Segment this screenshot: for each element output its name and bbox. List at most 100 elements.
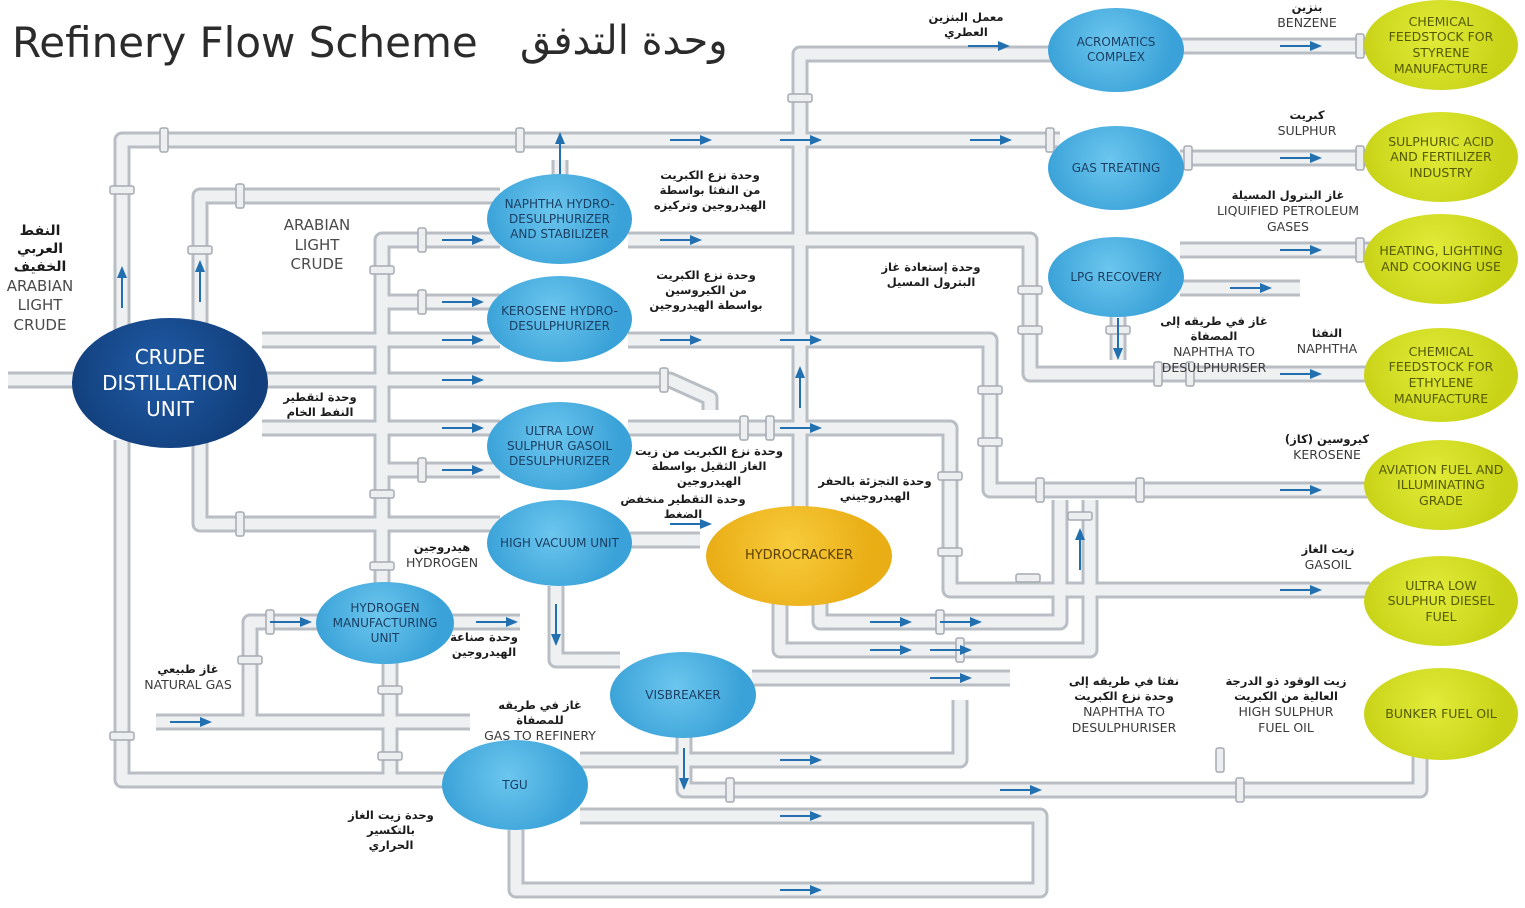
flow-arrow: [1280, 41, 1322, 51]
pipe-segment: [507, 807, 1049, 899]
flow-arrow: [940, 617, 982, 627]
tgu: TGU: [442, 740, 588, 830]
label-sulphur: كبريت SULPHUR: [1277, 108, 1337, 138]
pipe-joint: [377, 751, 403, 761]
product-sulphuric-acid: SULPHURIC ACID AND FERTILIZER INDUSTRY: [1364, 112, 1518, 202]
flow-arrow: [1075, 528, 1085, 570]
pipe-joint: [1135, 477, 1145, 503]
high-vacuum-unit: HIGH VACUUM UNIT: [487, 500, 632, 586]
product-heating-fuel: HEATING, LIGHTING AND COOKING USE: [1364, 214, 1518, 304]
label-lpg-recovery-arabic: وحدة إستعادة غاز البترول المسيل: [881, 260, 981, 289]
flow-arrow: [442, 465, 484, 475]
label-tgu-arabic: وحدة زيت الغاز بالتكسير الحراري: [348, 808, 434, 852]
product-ethylene-feedstock: CHEMICAL FEEDSTOCK FOR ETHYLENE MANUFACT…: [1364, 328, 1518, 422]
pipe-segment-highlight: [510, 810, 1046, 896]
flow-arrow: [1230, 283, 1272, 293]
pipe-joint: [235, 183, 245, 209]
label-naphtha-to-desulphuriser-bottom: نفثا في طريقه إلى وحدة نزع الكبريت NAPHT…: [1068, 674, 1180, 736]
visbreaker: VISBREAKER: [610, 652, 756, 738]
label-liquified-petroleum-gases: غاز البترول المسيلة LIQUIFIED PETROLEUM …: [1216, 188, 1360, 235]
pipe-joint: [369, 489, 395, 499]
flow-arrow: [968, 41, 1010, 51]
label-hvu-arabic: وحدة التقطير منخفض الضغط: [620, 492, 746, 521]
pipe-joint: [159, 127, 169, 153]
pipe-joint: [1035, 477, 1045, 503]
pipe-joint: [977, 385, 1003, 395]
product-styrene-feedstock: CHEMICAL FEEDSTOCK FOR STYRENE MANUFACTU…: [1364, 0, 1518, 90]
pipe-joint: [725, 777, 735, 803]
pipe-joint: [515, 127, 525, 153]
pipe-joint: [417, 227, 427, 253]
label-gas-to-refinery: غاز في طريقه للمصفاة GAS TO REFINERY: [484, 698, 596, 743]
pipe-joint: [1015, 573, 1041, 583]
label-aromatics-arabic: معمل البنزين العطري: [928, 10, 1004, 39]
label-arabian-light-crude-left: النفط العربي الخفيف ARABIAN LIGHT CRUDE: [6, 223, 74, 334]
pipe-joint: [937, 547, 963, 557]
pipe-joint: [765, 415, 775, 441]
pipe-segment-highlight: [244, 616, 320, 722]
pipe-joint: [1017, 325, 1043, 335]
flow-arrow: [1280, 585, 1322, 595]
flow-arrow: [780, 135, 822, 145]
pipe-segment: [241, 613, 320, 722]
kerosene-hydrodesulphurizer: KEROSENE HYDRO-DESULPHURIZER: [487, 276, 632, 362]
pipe-joint: [1017, 285, 1043, 295]
naphtha-hydrodesulphurizer: NAPHTHA HYDRO-DESULPHURIZER AND STABILIZ…: [487, 174, 632, 264]
flow-arrow: [117, 266, 127, 308]
flow-arrow: [780, 423, 822, 433]
label-high-sulphur-fuel-oil: زيت الوقود ذو الدرجة العالية من الكبريت …: [1225, 674, 1347, 736]
label-cdu-arabic: وحدة لتقطير النفط الخام: [283, 390, 357, 419]
pipe-segment-highlight: [116, 440, 450, 786]
flow-arrow: [780, 755, 822, 765]
pipe-joint: [109, 731, 135, 741]
flow-arrow: [930, 645, 972, 655]
flow-arrow: [270, 617, 312, 627]
pipe-joint: [237, 655, 263, 665]
flow-arrow: [442, 335, 484, 345]
pipe-joint: [369, 265, 395, 275]
pipe-joint: [369, 561, 395, 571]
pipe-segment-highlight: [580, 700, 966, 766]
pipe-joint: [377, 685, 403, 695]
label-ulsg-arabic: وحدة نزع الكبريت من زيت الغاز الثقيل بوا…: [634, 444, 784, 488]
label-hydrocracker-arabic: وحدة التجزئة بالحفر الهيدروجيني: [818, 474, 932, 503]
flow-arrow: [442, 375, 484, 385]
pipe-joint: [1355, 145, 1365, 171]
aromatics-complex: ACROMATICS COMPLEX: [1048, 8, 1184, 92]
flow-arrow: [795, 366, 805, 408]
pipe-joint: [787, 93, 813, 103]
flow-arrow: [442, 297, 484, 307]
pipe-joint: [235, 511, 245, 537]
pipe-joint: [659, 367, 669, 393]
pipe-segment-highlight: [194, 440, 500, 530]
flow-arrow: [670, 519, 712, 529]
pipe-joint: [1045, 127, 1055, 153]
flow-arrow: [780, 335, 822, 345]
pipe-joint: [109, 185, 135, 195]
flow-arrow: [1113, 318, 1123, 360]
pipe-segment: [547, 586, 620, 669]
pipe-segment-highlight: [550, 586, 620, 666]
label-naphtha: النفثا NAPHTHA: [1296, 326, 1358, 356]
flow-arrow: [1280, 245, 1322, 255]
flow-arrow: [195, 260, 205, 302]
pipe-joint: [417, 457, 427, 483]
gas-treating: GAS TREATING: [1048, 126, 1184, 210]
pipe-segment: [373, 231, 500, 590]
label-kerosene-hds-arabic: وحدة نزع الكبريت من الكيروسين بواسطة اله…: [649, 268, 763, 312]
pipe-joint: [1355, 237, 1365, 263]
hydrogen-manufacturing-unit: HYDROGEN MANUFACTURING UNIT: [316, 582, 454, 664]
product-ultra-low-sulphur-diesel: ULTRA LOW SULPHUR DIESEL FUEL: [1364, 556, 1518, 646]
flow-arrow: [1000, 785, 1042, 795]
hydrocracker: HYDROCRACKER: [706, 506, 892, 606]
flow-arrow: [1280, 369, 1322, 379]
label-natural-gas: غاز طبيعي NATURAL GAS: [144, 662, 232, 692]
pipe-joint: [739, 415, 749, 441]
pipe-joint: [1183, 145, 1193, 171]
flow-arrow: [555, 132, 565, 174]
pipe-segment: [191, 440, 500, 533]
pipe-joint: [1215, 747, 1225, 773]
flow-arrow: [780, 811, 822, 821]
